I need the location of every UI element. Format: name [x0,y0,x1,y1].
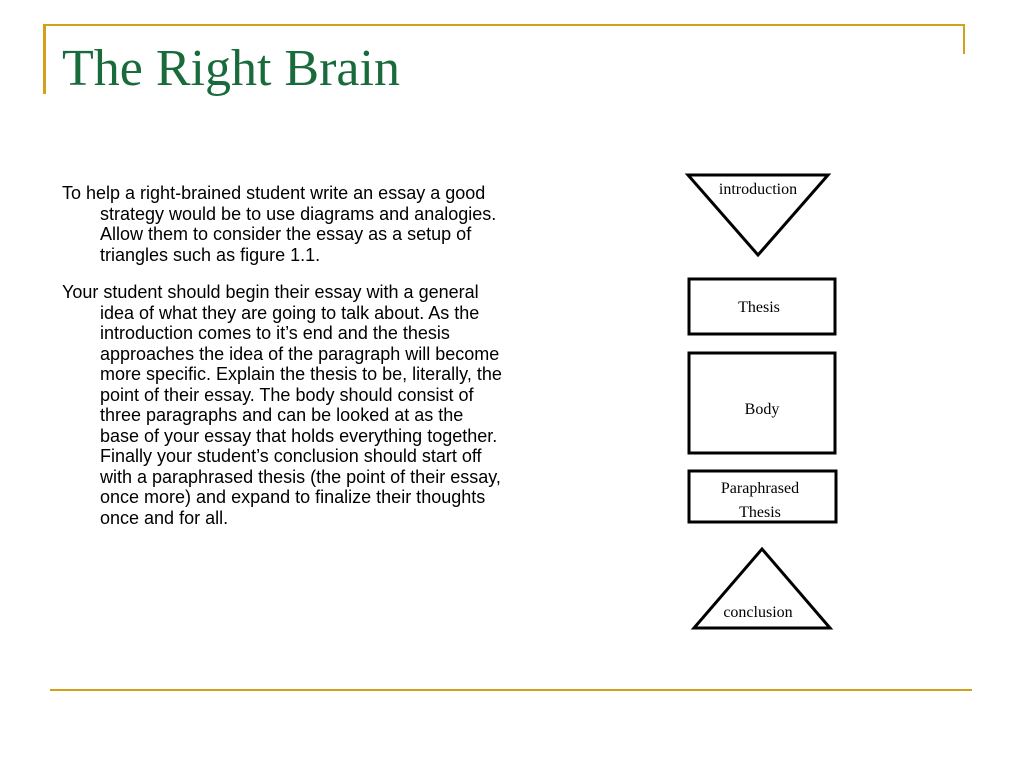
paragraph-structure: Your student should begin their essay wi… [62,282,502,528]
slide-body: To help a right-brained student write an… [62,183,502,545]
essay-diagram: introduction Thesis Body Paraphrased The… [680,165,850,635]
introduction-triangle [684,173,832,258]
frame-bottom-line [50,689,972,691]
frame-top-line [43,24,965,26]
slide-title: The Right Brain [62,40,400,97]
introduction-label: introduction [719,181,797,198]
paraphrased-label-line1: Paraphrased [721,480,799,497]
frame-left-line [43,24,46,94]
body-box [687,351,837,455]
paragraph-strategy: To help a right-brained student write an… [62,183,497,265]
paraphrased-thesis-box [687,469,838,524]
conclusion-triangle [690,546,834,630]
body-label: Body [745,401,780,418]
paraphrased-label-line2: Thesis [739,504,781,521]
thesis-box [687,277,837,336]
thesis-label: Thesis [738,299,780,316]
frame-right-line [963,24,965,54]
conclusion-label: conclusion [723,604,792,621]
